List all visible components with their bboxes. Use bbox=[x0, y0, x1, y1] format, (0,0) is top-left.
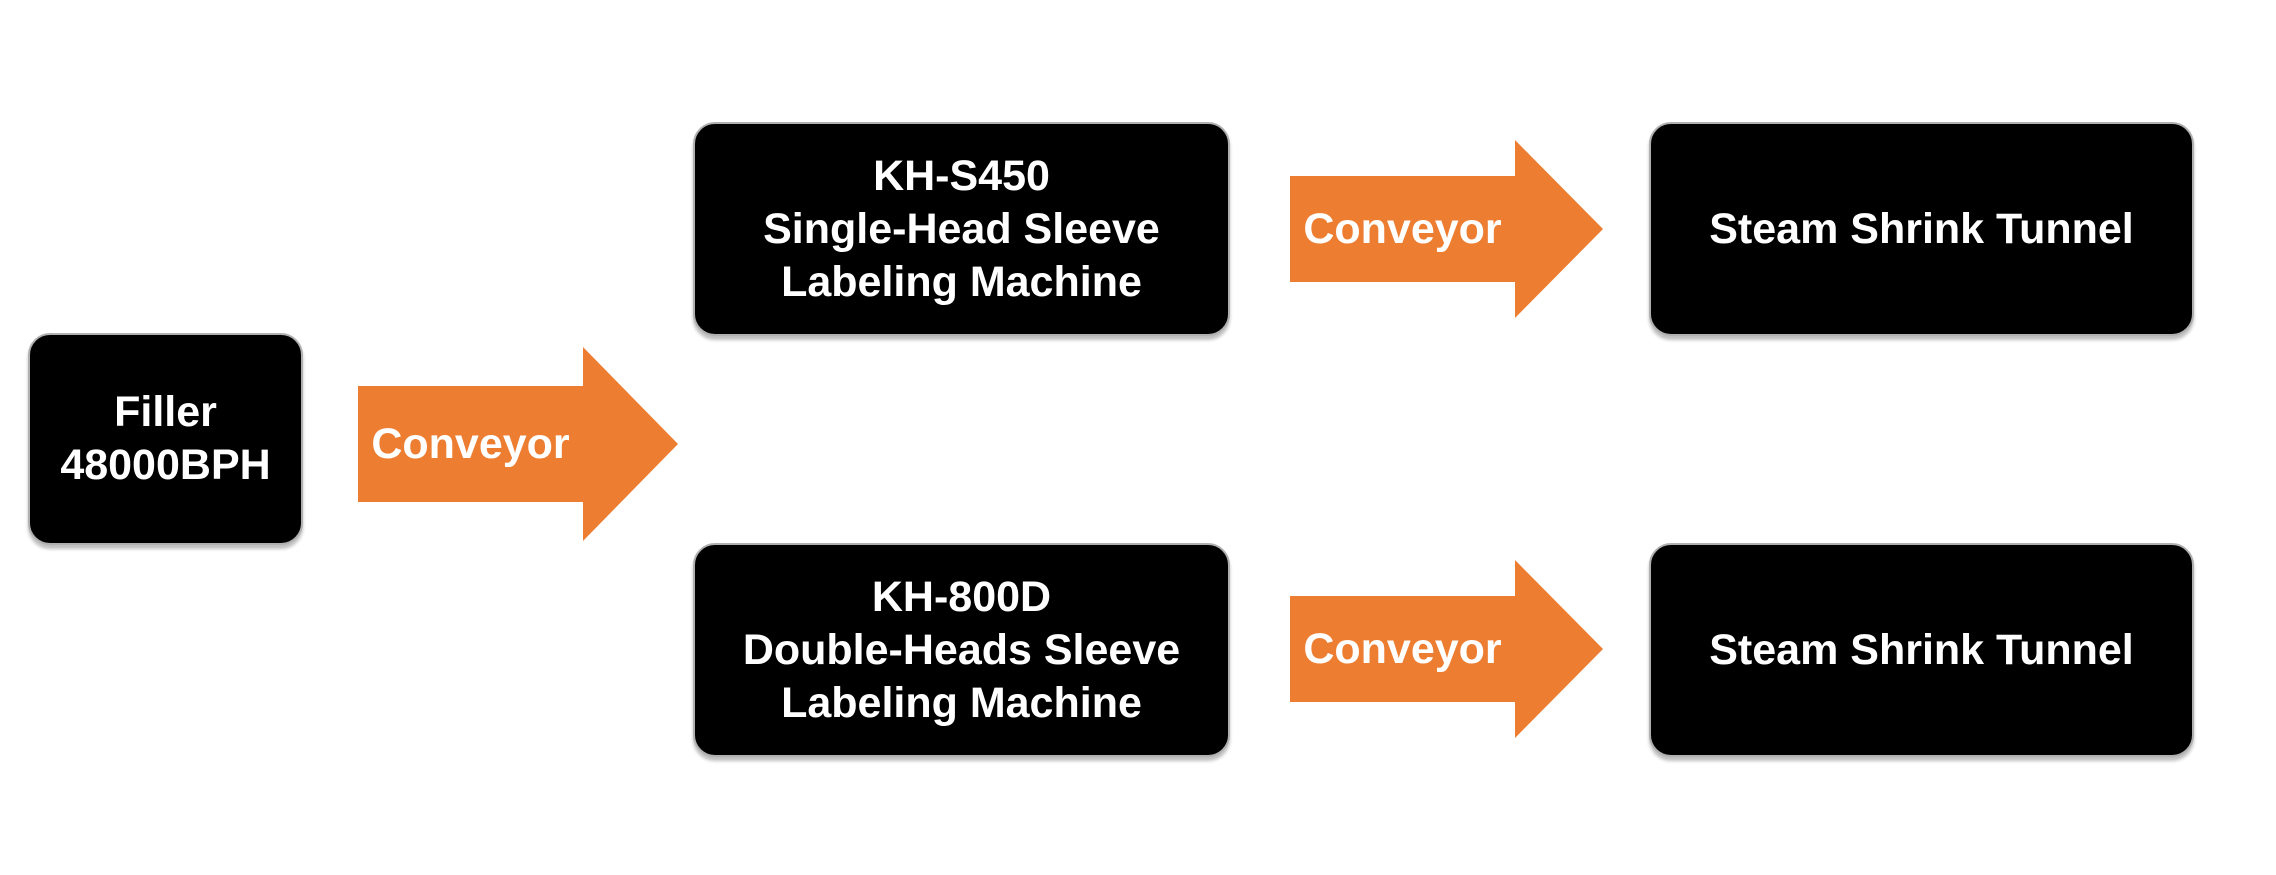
arrow-shape-main bbox=[358, 347, 678, 541]
double-heads-model: KH-800D bbox=[871, 572, 1052, 621]
steam-shrink-tunnel-bottom-node: Steam Shrink Tunnel bbox=[1649, 543, 2194, 757]
steam-shrink-tunnel-top-node: Steam Shrink Tunnel bbox=[1649, 122, 2194, 336]
filler-capacity: 48000BPH bbox=[60, 441, 271, 489]
arrow-shape-top bbox=[1290, 140, 1603, 318]
single-head-desc-2: Labeling Machine bbox=[781, 257, 1142, 306]
filler-name: Filler bbox=[114, 388, 217, 436]
double-heads-labeler-node: KH-800D Double-Heads Sleeve Labeling Mac… bbox=[693, 543, 1230, 757]
conveyor-label-main: Conveyor bbox=[371, 419, 570, 468]
double-heads-desc-1: Double-Heads Sleeve bbox=[742, 625, 1181, 674]
single-head-desc-1: Single-Head Sleeve bbox=[763, 204, 1160, 253]
single-head-labeler-label: KH-S450 Single-Head Sleeve Labeling Mach… bbox=[763, 150, 1160, 309]
single-head-model: KH-S450 bbox=[873, 151, 1050, 200]
tunnel-bottom-name: Steam Shrink Tunnel bbox=[1709, 625, 2134, 674]
filler-label: Filler 48000BPH bbox=[60, 386, 270, 492]
double-heads-desc-2: Labeling Machine bbox=[781, 678, 1142, 727]
steam-shrink-tunnel-top-label: Steam Shrink Tunnel bbox=[1709, 203, 2134, 256]
double-heads-labeler-label: KH-800D Double-Heads Sleeve Labeling Mac… bbox=[743, 571, 1180, 730]
single-head-labeler-node: KH-S450 Single-Head Sleeve Labeling Mach… bbox=[693, 122, 1230, 336]
conveyor-arrow-bottom: Conveyor bbox=[1290, 560, 1603, 738]
arrow-shape-bottom bbox=[1290, 560, 1603, 738]
conveyor-arrow-top: Conveyor bbox=[1290, 140, 1603, 318]
conveyor-arrow-main: Conveyor bbox=[358, 347, 678, 541]
conveyor-label-top: Conveyor bbox=[1303, 204, 1502, 253]
tunnel-top-name: Steam Shrink Tunnel bbox=[1709, 204, 2134, 253]
conveyor-label-bottom: Conveyor bbox=[1303, 624, 1502, 673]
steam-shrink-tunnel-bottom-label: Steam Shrink Tunnel bbox=[1709, 624, 2134, 677]
filler-node: Filler 48000BPH bbox=[28, 333, 303, 545]
